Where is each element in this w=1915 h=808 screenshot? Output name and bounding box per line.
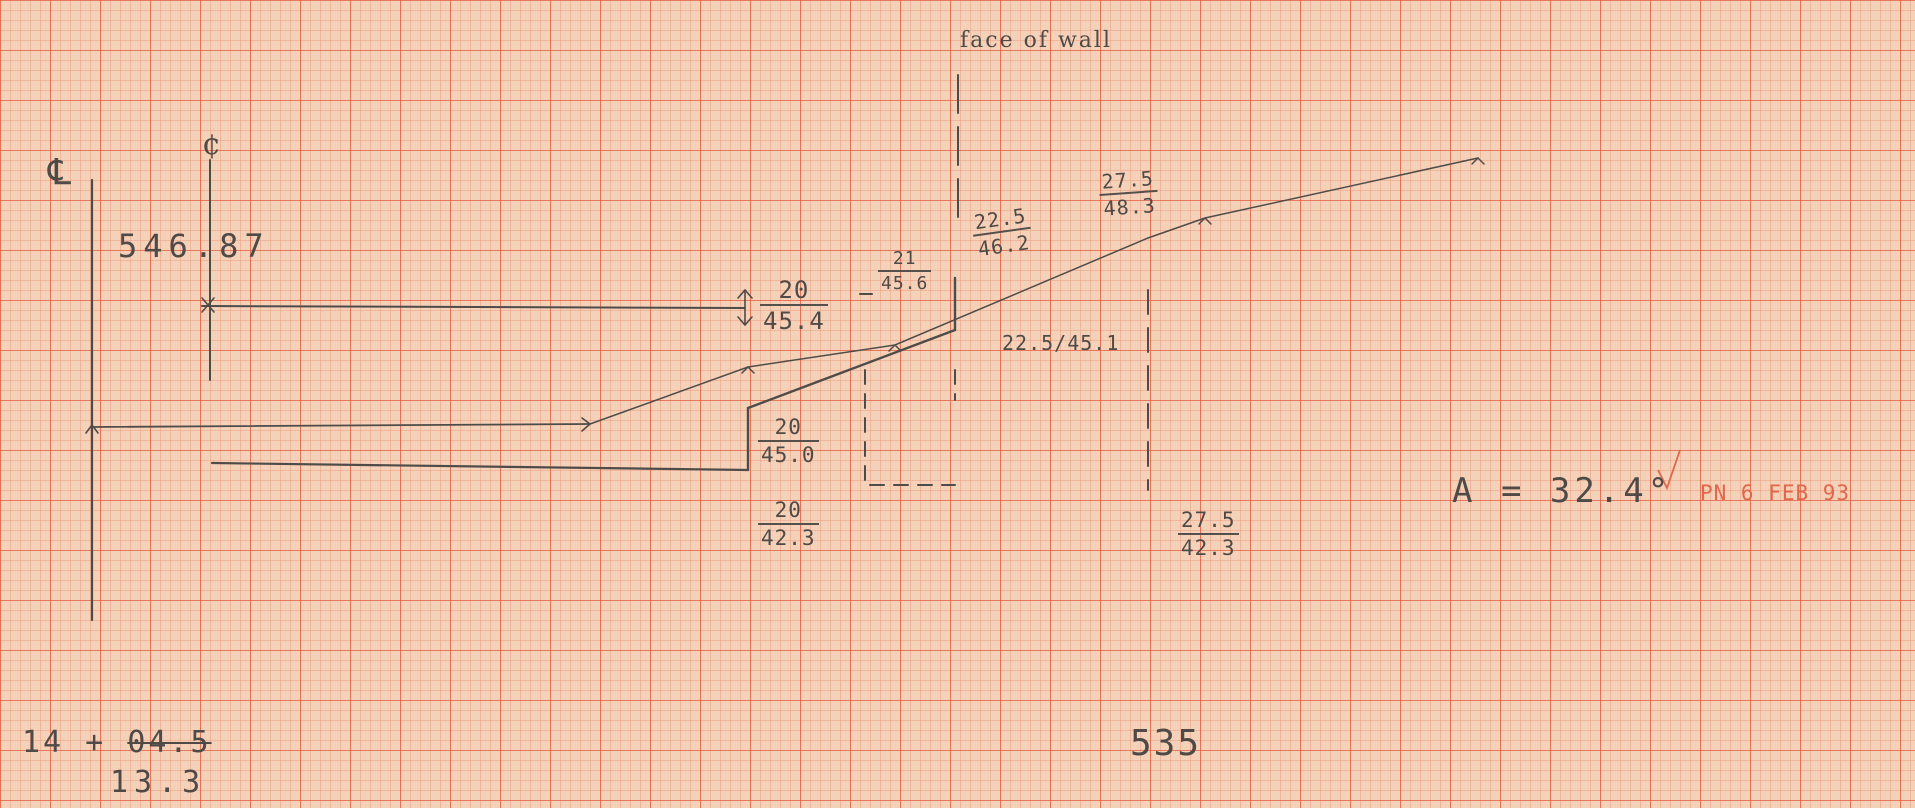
fraction-denominator: 45.0: [761, 443, 816, 467]
fraction-20-42-3: 20 42.3: [758, 500, 819, 549]
fraction-denominator: 45.6: [881, 273, 929, 294]
wall-outline: [746, 276, 957, 472]
upper-datum-line: [201, 305, 746, 309]
slope-arrow-1: [741, 365, 755, 374]
fraction-denominator: 45.4: [763, 307, 825, 335]
lower-datum-line: [91, 423, 591, 428]
slope-arrow-2: [888, 343, 902, 352]
property-line-arrow: [85, 423, 99, 434]
fraction-22-5-46-2: 22.5 46.2: [970, 203, 1034, 261]
mid-slope-label: 22.5/45.1: [1002, 331, 1120, 355]
station-prefix: 14 +: [22, 725, 107, 760]
review-note: PN 6 FEB 93: [1700, 481, 1851, 505]
fraction-numerator: 21: [878, 250, 932, 272]
station-struck-value: 04.5: [127, 725, 212, 760]
centerline-symbol: ¢: [202, 127, 223, 162]
fraction-numerator: 27.5: [1178, 510, 1239, 535]
elevation-label: 546.87: [118, 227, 270, 265]
fraction-20-45-4: 20 45.4: [760, 278, 828, 333]
fraction-27-5-42-3: 27.5 42.3: [1178, 510, 1239, 559]
fraction-numerator: 20: [760, 278, 828, 306]
base-line: [210, 461, 750, 472]
fraction-21-45-6: 21 45.6: [878, 250, 932, 294]
red-check: [1657, 449, 1681, 491]
fraction-numerator: 20: [758, 417, 819, 442]
station-label: 14 + 04.5: [22, 728, 212, 758]
face-of-wall-label: face of wall: [960, 28, 1112, 53]
slope-line: [589, 157, 1479, 425]
angle-label: A = 32.4°: [1452, 471, 1673, 511]
fraction-denominator: 48.3: [1102, 193, 1157, 221]
upper-datum-arrow: [737, 288, 753, 327]
fraction-numerator: 20: [758, 500, 819, 525]
upper-datum-tick: [201, 297, 215, 313]
fraction-20-45-0: 20 45.0: [758, 417, 819, 466]
bottom-number-label: 535: [1130, 723, 1202, 764]
fraction-denominator: 42.3: [761, 526, 816, 550]
fraction-27-5-48-3: 27.5 48.3: [1098, 166, 1159, 221]
slope-arrow-3: [1198, 216, 1212, 225]
footing-dashed: [864, 369, 956, 486]
fraction-denominator: 42.3: [1181, 536, 1236, 560]
station-sub-label: 13.3: [110, 765, 207, 800]
slope-arrow-4: [1471, 156, 1485, 165]
property-line-symbol: ℄: [48, 152, 73, 193]
